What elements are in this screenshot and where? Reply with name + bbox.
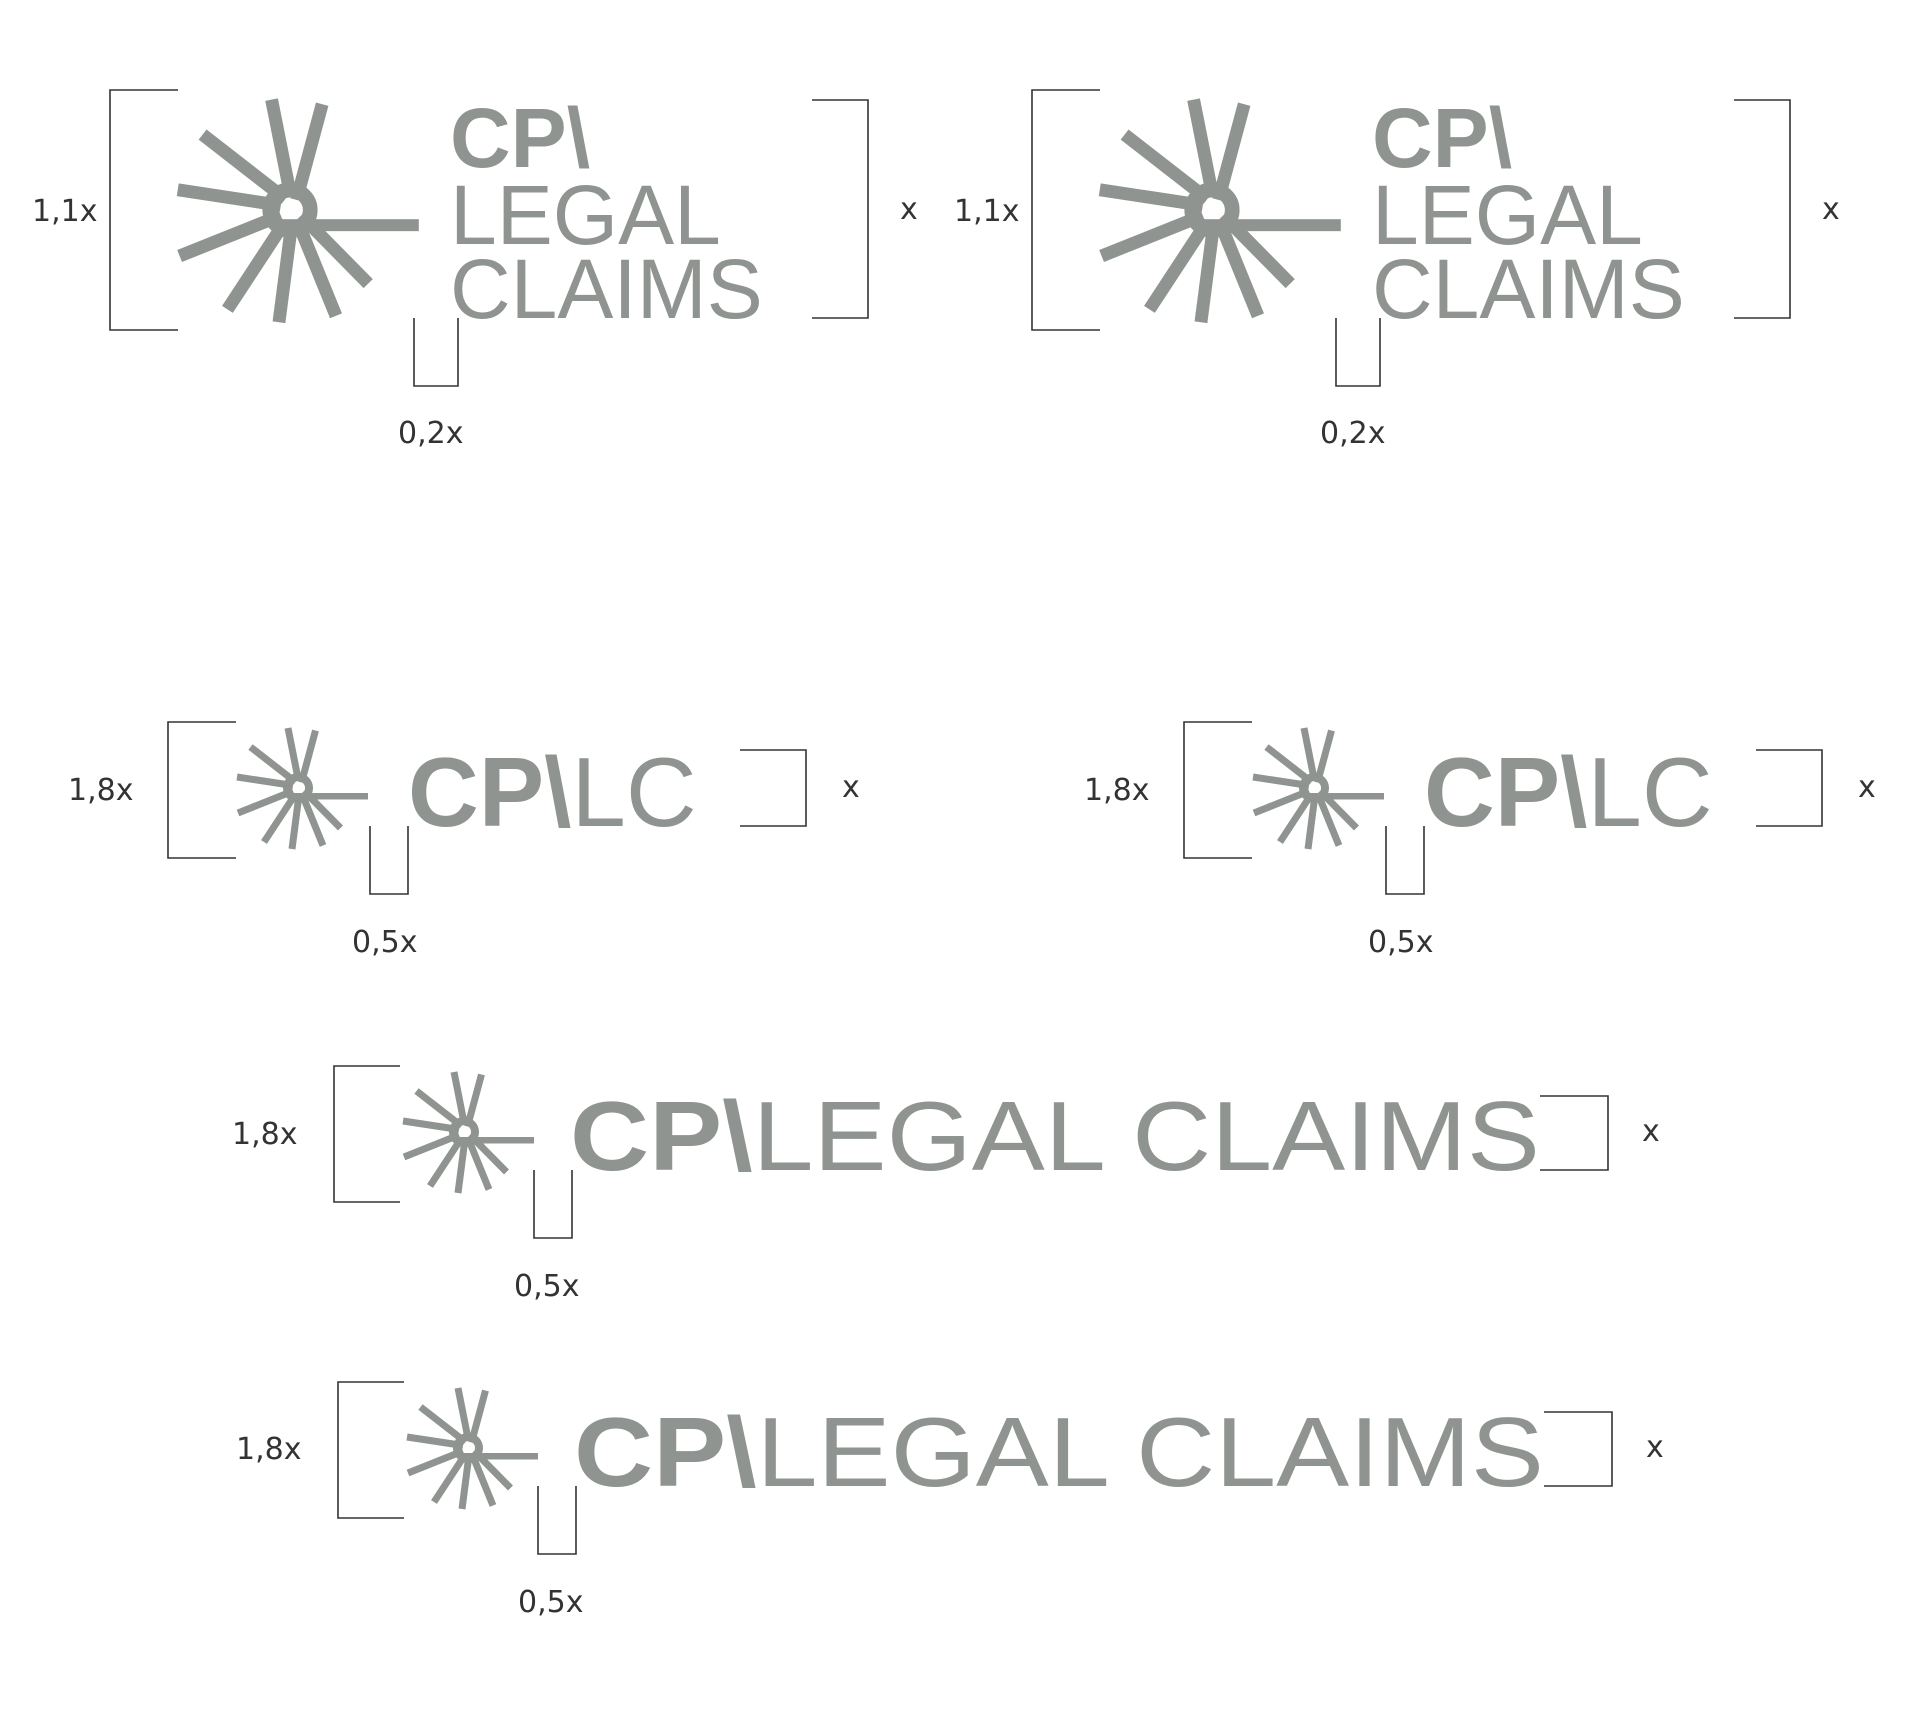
wordmark-light: LC bbox=[571, 737, 696, 847]
wordmark-light: LEGAL CLAIMS bbox=[753, 1081, 1540, 1191]
wordmark-bold: CP\ bbox=[570, 1081, 753, 1191]
wordmark: CP\LEGAL CLAIMS bbox=[574, 1397, 1544, 1507]
gap-bracket bbox=[1385, 826, 1425, 895]
wordmark-light: LC bbox=[1587, 737, 1712, 847]
gap-bracket bbox=[1335, 318, 1381, 387]
short-logo-block-1: CP\LC 1,8x x 0,5x bbox=[68, 721, 860, 960]
left-clearspace-bracket bbox=[109, 89, 178, 331]
height-label: 1,8x bbox=[68, 773, 133, 808]
height-label: 1,8x bbox=[232, 1117, 297, 1152]
wordmark: CP\LC bbox=[1424, 737, 1713, 847]
right-clearspace-bracket bbox=[1734, 99, 1791, 319]
right-clearspace-bracket bbox=[1540, 1095, 1609, 1171]
gap-bracket bbox=[533, 1170, 573, 1239]
left-clearspace-bracket bbox=[1031, 89, 1100, 331]
gap-label: 0,2x bbox=[1320, 416, 1385, 451]
gap-bracket bbox=[413, 318, 459, 387]
left-clearspace-bracket bbox=[333, 1065, 400, 1203]
left-clearspace-bracket bbox=[167, 721, 236, 859]
radial-burst-icon bbox=[237, 728, 368, 849]
gap-label: 0,5x bbox=[518, 1585, 583, 1620]
gap-bracket bbox=[537, 1486, 577, 1555]
gap-label: 0,2x bbox=[398, 416, 463, 451]
gap-label: 0,5x bbox=[514, 1269, 579, 1304]
wordmark-bold: CP\ bbox=[574, 1397, 757, 1507]
radial-burst-icon bbox=[1100, 100, 1341, 323]
wordmark-light: LEGAL CLAIMS bbox=[757, 1397, 1544, 1507]
height-label: 1,8x bbox=[1084, 773, 1149, 808]
wordmark: CP\LC bbox=[408, 737, 697, 847]
height-label: 1,1x bbox=[32, 194, 97, 229]
radial-burst-icon bbox=[407, 1388, 538, 1509]
radial-burst-icon bbox=[178, 100, 419, 323]
gap-label: 0,5x bbox=[1368, 925, 1433, 960]
radial-burst-icon bbox=[403, 1072, 534, 1193]
right-clearspace-bracket bbox=[812, 99, 869, 319]
x-unit-label: x bbox=[1822, 192, 1840, 227]
wordmark-line-1: CP\ bbox=[1372, 91, 1512, 185]
wordmark-line-1: CP\ bbox=[450, 91, 590, 185]
wordmark-line-2: LEGAL bbox=[450, 168, 721, 262]
x-unit-label: x bbox=[1642, 1114, 1660, 1149]
gap-bracket bbox=[369, 826, 409, 895]
short-logo-block-2: CP\LC 1,8x x 0,5x bbox=[1084, 721, 1876, 960]
x-unit-label: x bbox=[1858, 770, 1876, 805]
stacked-logo-block-1: CP\ LEGAL CLAIMS 1,1x x 0,2x bbox=[32, 89, 918, 451]
right-clearspace-bracket bbox=[740, 749, 807, 827]
wordmark-line-2: LEGAL bbox=[1372, 168, 1643, 262]
x-unit-label: x bbox=[900, 192, 918, 227]
wordmark-line-3: CLAIMS bbox=[450, 242, 763, 336]
height-label: 1,8x bbox=[236, 1432, 301, 1467]
long-logo-block-2: CP\LEGAL CLAIMS 1,8x x 0,5x bbox=[236, 1381, 1664, 1620]
right-clearspace-bracket bbox=[1756, 749, 1823, 827]
wordmark-bold: CP\ bbox=[408, 737, 571, 847]
wordmark-bold: CP\ bbox=[1424, 737, 1587, 847]
left-clearspace-bracket bbox=[1183, 721, 1252, 859]
height-label: 1,1x bbox=[954, 194, 1019, 229]
right-clearspace-bracket bbox=[1544, 1411, 1613, 1487]
stacked-logo-block-2: CP\ LEGAL CLAIMS 1,1x x 0,2x bbox=[954, 89, 1840, 451]
x-unit-label: x bbox=[842, 770, 860, 805]
radial-burst-icon bbox=[1253, 728, 1384, 849]
left-clearspace-bracket bbox=[337, 1381, 404, 1519]
long-logo-block-1: CP\LEGAL CLAIMS 1,8x x 0,5x bbox=[232, 1065, 1660, 1304]
gap-label: 0,5x bbox=[352, 925, 417, 960]
wordmark-line-3: CLAIMS bbox=[1372, 242, 1685, 336]
wordmark: CP\LEGAL CLAIMS bbox=[570, 1081, 1540, 1191]
x-unit-label: x bbox=[1646, 1430, 1664, 1465]
